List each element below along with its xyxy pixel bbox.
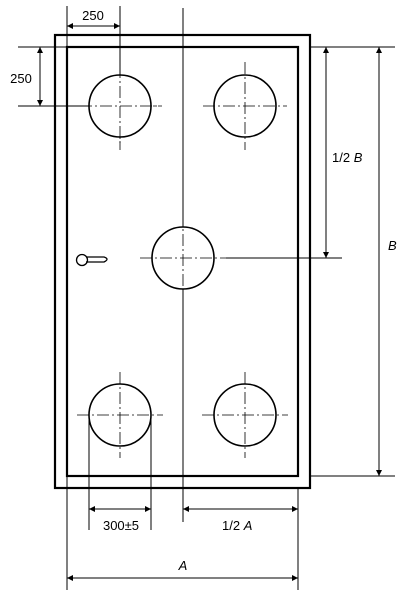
door-handle-icon [75,253,108,267]
dim-top-offset-x-label: 250 [82,8,104,23]
hole-bottom-left [77,372,163,458]
dim-top-offset-x: 250 [66,6,121,75]
dim-half-a-label: 1/2 A [222,518,252,533]
dim-half-a: 1/2 A [183,488,299,590]
dim-hole-diameter: 300±5 [88,415,152,533]
dim-top-offset-y-label: 250 [10,71,32,86]
dim-half-b-label: 1/2 B [332,150,363,165]
hole-top-left [78,62,162,150]
hole-bottom-right [202,372,288,458]
dim-a: A [66,476,298,590]
dim-hole-diameter-label: 300±5 [103,518,139,533]
dim-b: B [310,47,397,477]
dim-b-label: B [388,238,397,253]
hole-top-right [203,62,287,150]
dim-a-label: A [178,558,188,573]
dim-top-offset-y: 250 [10,46,89,107]
hole-center [140,214,226,302]
